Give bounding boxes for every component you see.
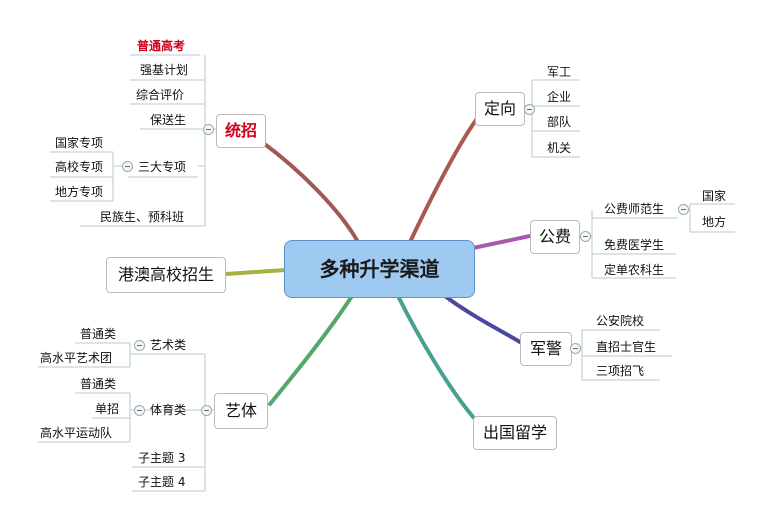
- leaf-baosong[interactable]: 保送生: [150, 113, 187, 127]
- link-gongfei: [471, 234, 532, 250]
- leaf-tiyu-putong[interactable]: 普通类: [80, 377, 117, 391]
- topic-gongfei[interactable]: 公费: [530, 220, 580, 254]
- topic-dingxiang-label: 定向: [483, 99, 516, 118]
- topic-chuguo-label: 出国留学: [482, 423, 547, 442]
- leaf-guojia-zhuanxiang[interactable]: 国家专项: [55, 136, 104, 150]
- topic-sanda[interactable]: 三大专项: [138, 160, 187, 174]
- link-tongzhao: [260, 140, 360, 244]
- leaf-tiyu-danzhao[interactable]: 单招: [95, 402, 120, 416]
- leaf-mianfei-yixuesheng[interactable]: 免费医学生: [604, 238, 665, 252]
- topic-shifan[interactable]: 公费师范生: [604, 202, 665, 216]
- leaf-difang-zhuanxiang[interactable]: 地方专项: [55, 185, 104, 199]
- collapse-toggle-yishu[interactable]: [134, 340, 145, 351]
- link-junjing: [443, 294, 522, 344]
- collapse-toggle-dingxiang[interactable]: [524, 104, 535, 115]
- leaf-budui[interactable]: 部队: [547, 115, 572, 129]
- collapse-toggle-tongzhao[interactable]: [203, 124, 214, 135]
- leaf-jiguan[interactable]: 机关: [547, 141, 572, 155]
- collapse-toggle-junjing[interactable]: [570, 343, 581, 354]
- collapse-toggle-sanda[interactable]: [122, 161, 133, 172]
- leaf-difang[interactable]: 地方: [702, 215, 727, 229]
- collapse-toggle-tiyu[interactable]: [134, 405, 145, 416]
- collapse-toggle-gongfei[interactable]: [580, 231, 591, 242]
- link-gangao: [224, 268, 287, 276]
- topic-junjing[interactable]: 军警: [520, 332, 572, 366]
- topic-yiti-label: 艺体: [224, 401, 257, 420]
- leaf-minzu[interactable]: 民族生、预科班: [100, 210, 185, 224]
- topic-chuguo[interactable]: 出国留学: [473, 416, 557, 450]
- leaf-sub3[interactable]: 子主题 3: [138, 451, 186, 465]
- leaf-sub4[interactable]: 子主题 4: [138, 475, 186, 489]
- topic-yishu[interactable]: 艺术类: [150, 338, 187, 352]
- leaf-guojia[interactable]: 国家: [702, 189, 727, 203]
- topic-gongfei-label: 公费: [538, 227, 571, 246]
- topic-dingxiang[interactable]: 定向: [475, 92, 525, 126]
- leaf-yishu-putong[interactable]: 普通类: [80, 327, 117, 341]
- topic-tongzhao-label: 统招: [224, 121, 257, 140]
- leaf-zhizhao-shiguan[interactable]: 直招士官生: [596, 340, 657, 354]
- leaf-gaoxiao-zhuanxiang[interactable]: 高校专项: [55, 160, 104, 174]
- yiti-underlines: [38, 342, 214, 492]
- collapse-toggle-shifan[interactable]: [678, 204, 689, 215]
- topic-tongzhao[interactable]: 统招: [216, 114, 266, 148]
- center-topic[interactable]: 多种升学渠道: [284, 240, 475, 298]
- leaf-gongan[interactable]: 公安院校: [596, 314, 645, 328]
- topic-gangao[interactable]: 港澳高校招生: [106, 257, 226, 293]
- topic-yiti[interactable]: 艺体: [214, 393, 268, 429]
- leaf-qiangji[interactable]: 强基计划: [140, 63, 189, 77]
- topic-junjing-label: 军警: [529, 339, 562, 358]
- leaf-zonghe[interactable]: 综合评价: [136, 88, 185, 102]
- link-chuguo: [396, 294, 476, 420]
- leaf-tiyu-gaoshuiping[interactable]: 高水平运动队: [40, 426, 113, 440]
- link-yiti: [268, 294, 354, 406]
- leaf-yishu-gaoshuiping[interactable]: 高水平艺术团: [40, 351, 113, 365]
- leaf-jungong[interactable]: 军工: [547, 65, 572, 79]
- topic-tiyu[interactable]: 体育类: [150, 403, 187, 417]
- link-dingxiang: [408, 118, 478, 244]
- leaf-dingdan-nongke[interactable]: 定单农科生: [604, 263, 665, 277]
- collapse-toggle-yiti[interactable]: [201, 405, 212, 416]
- leaf-putong-gaokao[interactable]: 普通高考: [137, 39, 186, 53]
- topic-gangao-label: 港澳高校招生: [117, 265, 214, 284]
- leaf-sanxiang-zhaofei[interactable]: 三项招飞: [596, 364, 645, 378]
- leaf-qiye[interactable]: 企业: [547, 90, 572, 104]
